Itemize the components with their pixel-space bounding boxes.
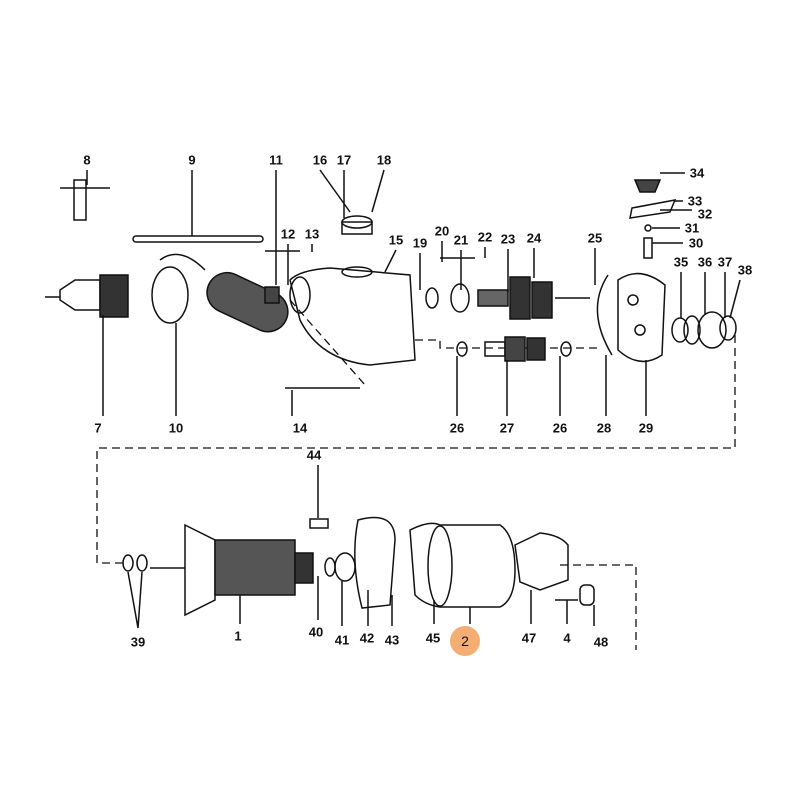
part-washer: [341, 266, 373, 278]
part-label: 33: [687, 193, 703, 209]
part-label: 30: [688, 235, 704, 251]
part-label: 23: [500, 231, 516, 247]
part-cap: [341, 215, 373, 235]
highlighted-part-label[interactable]: 2: [450, 626, 480, 656]
part-label: 37: [717, 254, 733, 270]
part-brush-holder: [514, 532, 569, 591]
part-label: 12: [280, 226, 296, 242]
part-label: 8: [83, 152, 91, 168]
part-washers-39: [122, 554, 148, 572]
part-label: 44: [306, 447, 322, 463]
leader-lines: [86, 169, 741, 629]
part-seal: [596, 274, 613, 356]
part-bearing-40-41: [324, 552, 356, 582]
part-label: 14: [292, 420, 308, 436]
part-label: 38: [737, 262, 753, 278]
part-chuck: [45, 274, 129, 318]
part-label: 17: [336, 152, 352, 168]
part-label: 34: [689, 165, 705, 181]
part-brushes: [555, 584, 595, 606]
part-label: 43: [384, 632, 400, 648]
part-label: 26: [449, 420, 465, 436]
part-label: 19: [412, 235, 428, 251]
part-rod: [132, 235, 264, 243]
part-label: 21: [453, 232, 469, 248]
part-label: 27: [499, 420, 515, 436]
part-label: 39: [130, 634, 146, 650]
part-armature: [150, 523, 314, 617]
part-label: 20: [434, 223, 450, 239]
part-label: 45: [425, 630, 441, 646]
part-label: 13: [304, 226, 320, 242]
part-label: 32: [697, 206, 713, 222]
part-label: 42: [359, 630, 375, 646]
part-label: 4: [563, 630, 571, 646]
part-label: 28: [596, 420, 612, 436]
part-label: 1: [234, 628, 242, 644]
part-label: 9: [188, 152, 196, 168]
part-label: 10: [168, 420, 184, 436]
part-label: 26: [552, 420, 568, 436]
part-label: 48: [593, 634, 609, 650]
part-chuck-key: [60, 179, 110, 221]
part-label: 35: [673, 254, 689, 270]
part-gear-housing: [264, 267, 416, 366]
part-label: 25: [587, 230, 603, 246]
dashed-connectors: [96, 299, 736, 650]
part-label: 11: [269, 152, 283, 168]
part-gear-cover: [617, 272, 666, 363]
part-label: 7: [94, 420, 102, 436]
part-label: 29: [638, 420, 654, 436]
part-spindle-gears: [425, 257, 590, 320]
part-label: 18: [376, 152, 392, 168]
part-label: 31: [684, 220, 700, 236]
part-baffle: [354, 516, 396, 609]
part-label: 16: [312, 152, 328, 168]
part-side-handle: [151, 253, 289, 333]
part-label: 24: [526, 230, 542, 246]
part-lock-button: [629, 179, 677, 259]
part-bearings: [671, 311, 737, 349]
part-label: 22: [477, 229, 493, 245]
part-label: 40: [308, 624, 324, 640]
part-label: 15: [388, 232, 404, 248]
part-label: 41: [334, 632, 350, 648]
part-label: 36: [697, 254, 713, 270]
part-intermediate-shaft: [456, 336, 572, 362]
part-spring-44: [309, 518, 329, 529]
part-stator: [409, 522, 516, 608]
part-label: 47: [521, 630, 537, 646]
